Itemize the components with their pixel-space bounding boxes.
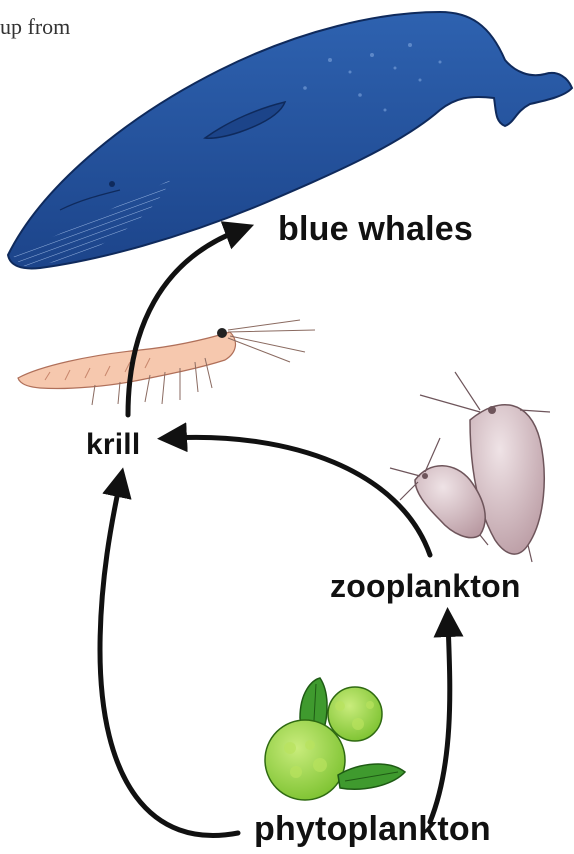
arrow-krill-to-blue-whales bbox=[128, 230, 240, 415]
node-phytoplankton-label: phytoplankton bbox=[254, 810, 491, 849]
arrow-phytoplankton-to-zooplankton bbox=[430, 622, 450, 822]
phytoplankton-illustration bbox=[265, 678, 405, 800]
arrow-zooplankton-to-krill bbox=[172, 437, 430, 555]
node-krill-label: krill bbox=[86, 428, 140, 462]
node-zooplankton-label: zooplankton bbox=[330, 568, 521, 605]
node-blue-whales-label: blue whales bbox=[278, 210, 473, 249]
arrow-phytoplankton-to-krill bbox=[100, 482, 238, 836]
krill-illustration bbox=[18, 320, 315, 405]
zooplankton-illustration bbox=[390, 372, 550, 562]
